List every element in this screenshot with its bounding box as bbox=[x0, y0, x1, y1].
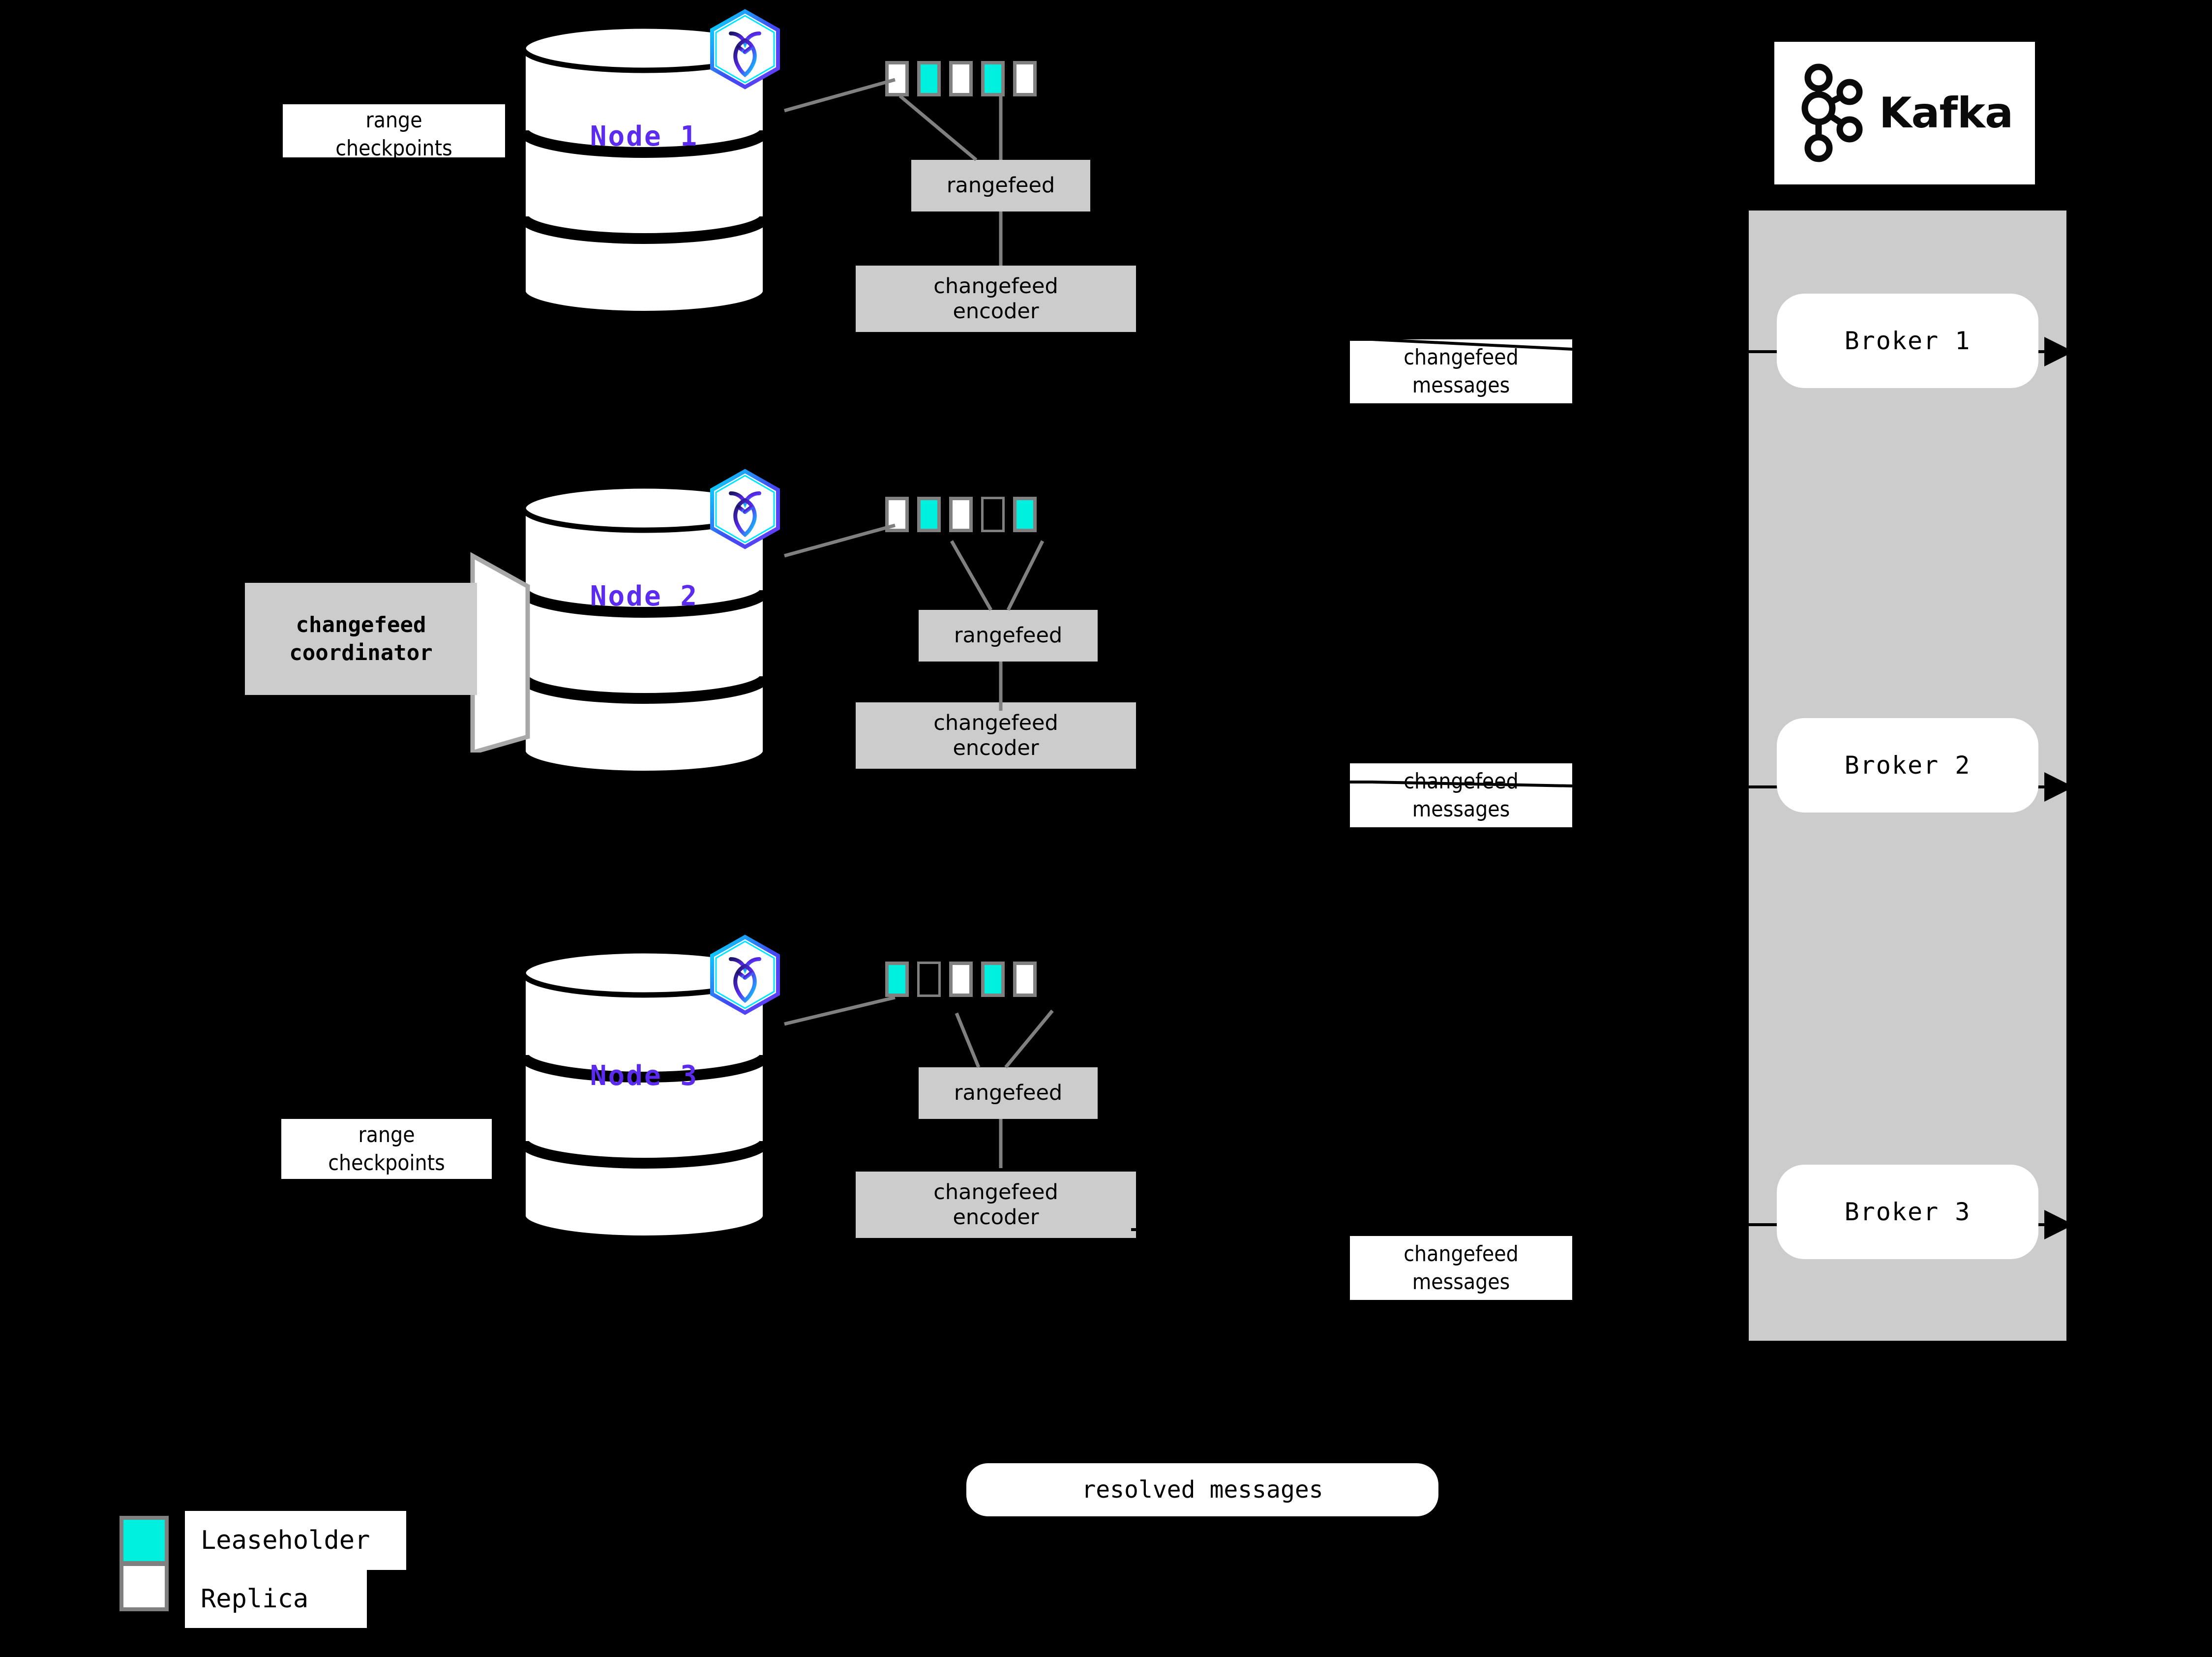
changefeed-coordinator-box[interactable]: changefeed coordinator bbox=[245, 583, 477, 695]
legend-label-replica: Replica bbox=[185, 1570, 367, 1628]
connector-node1-rangefeed bbox=[898, 93, 1003, 161]
flow-label-line2: messages bbox=[1412, 373, 1510, 398]
changefeed-messages-label-1: changefeed messages bbox=[1350, 339, 1572, 403]
cockroachdb-hexagon-icon bbox=[708, 934, 782, 1015]
node-1-changefeed-encoder-box[interactable]: changefeed encoder bbox=[856, 266, 1136, 332]
node-1-range-checkpoints-label: range checkpoints bbox=[283, 104, 505, 161]
range-checkpoints-line2: checkpoints bbox=[328, 1150, 445, 1175]
replica-box[interactable] bbox=[1013, 61, 1037, 96]
node-3-replica-strip bbox=[885, 962, 1037, 997]
kafka-logo-icon bbox=[1801, 63, 1863, 162]
coordinator-banner-wedge bbox=[470, 552, 530, 753]
connector-node2-rangefeed bbox=[950, 540, 1045, 611]
node-2-changefeed-encoder-box[interactable]: changefeed encoder bbox=[856, 702, 1136, 769]
flow-label-line1: changefeed bbox=[1404, 344, 1519, 370]
encoder-line1: changefeed bbox=[933, 273, 1058, 299]
connector-node3-rangefeed bbox=[955, 1009, 1054, 1069]
cockroachdb-hexagon-icon bbox=[708, 9, 782, 90]
leaseholder-box[interactable] bbox=[917, 61, 941, 96]
encoder-line1: changefeed bbox=[933, 710, 1058, 735]
leader-line-node1 bbox=[784, 78, 896, 113]
leaseholder-box[interactable] bbox=[981, 61, 1005, 96]
broker-3-box[interactable]: Broker 3 bbox=[1777, 1165, 2038, 1259]
encoder-line1: changefeed bbox=[933, 1179, 1058, 1205]
node-1-rangefeed-box[interactable]: rangefeed bbox=[911, 160, 1090, 211]
replica-box[interactable] bbox=[885, 497, 909, 532]
cockroachdb-hexagon-icon bbox=[708, 469, 782, 549]
leader-line-node2 bbox=[784, 523, 896, 558]
resolved-messages-pill[interactable]: resolved messages bbox=[966, 1463, 1438, 1516]
leaseholder-box[interactable] bbox=[885, 962, 909, 997]
flow-label-line1: changefeed bbox=[1404, 1241, 1519, 1266]
broker-2-box[interactable]: Broker 2 bbox=[1777, 718, 2038, 813]
replica-box-empty[interactable] bbox=[917, 962, 941, 997]
flow-label-line2: messages bbox=[1412, 1269, 1510, 1295]
replica-box[interactable] bbox=[885, 61, 909, 96]
legend-label-leaseholder: Leaseholder bbox=[185, 1511, 406, 1570]
changefeed-messages-label-3: changefeed messages bbox=[1350, 1236, 1572, 1300]
replica-box[interactable] bbox=[949, 61, 973, 96]
node-3-changefeed-encoder-box[interactable]: changefeed encoder bbox=[856, 1172, 1136, 1238]
kafka-logo-box: Kafka bbox=[1774, 42, 2035, 184]
legend-swatch-leaseholder bbox=[120, 1516, 169, 1565]
node-3-rangefeed-box[interactable]: rangefeed bbox=[919, 1067, 1098, 1119]
leaseholder-box[interactable] bbox=[1013, 497, 1037, 532]
range-checkpoints-line1: range bbox=[365, 108, 422, 133]
replica-box[interactable] bbox=[949, 962, 973, 997]
range-checkpoints-line1: range bbox=[358, 1122, 415, 1147]
node-2-replica-strip bbox=[885, 497, 1037, 532]
cylinder-shape bbox=[518, 483, 771, 776]
replica-box[interactable] bbox=[1013, 962, 1037, 997]
leaseholder-box[interactable] bbox=[981, 962, 1005, 997]
flow-label-line1: changefeed bbox=[1404, 768, 1519, 794]
coordinator-line1: changefeed bbox=[296, 612, 426, 637]
kafka-wordmark: Kafka bbox=[1879, 89, 2013, 138]
coordinator-line2: coordinator bbox=[289, 640, 433, 665]
node-1-replica-strip bbox=[885, 61, 1037, 96]
node-3-range-checkpoints-label: range checkpoints bbox=[281, 1119, 492, 1179]
broker-1-box[interactable]: Broker 1 bbox=[1777, 294, 2038, 388]
encoder-line2: encoder bbox=[953, 1205, 1039, 1230]
encoder-line2: encoder bbox=[953, 735, 1039, 760]
flow-label-line2: messages bbox=[1412, 797, 1510, 822]
changefeed-messages-label-2: changefeed messages bbox=[1350, 763, 1572, 827]
replica-box[interactable] bbox=[949, 497, 973, 532]
replica-box-empty[interactable] bbox=[981, 497, 1005, 532]
legend-swatch-replica bbox=[120, 1562, 169, 1611]
node-2-rangefeed-box[interactable]: rangefeed bbox=[919, 610, 1098, 662]
leader-line-node3 bbox=[784, 995, 896, 1026]
range-checkpoints-line2: checkpoints bbox=[335, 136, 452, 161]
leaseholder-box[interactable] bbox=[917, 497, 941, 532]
encoder-line2: encoder bbox=[953, 299, 1039, 324]
